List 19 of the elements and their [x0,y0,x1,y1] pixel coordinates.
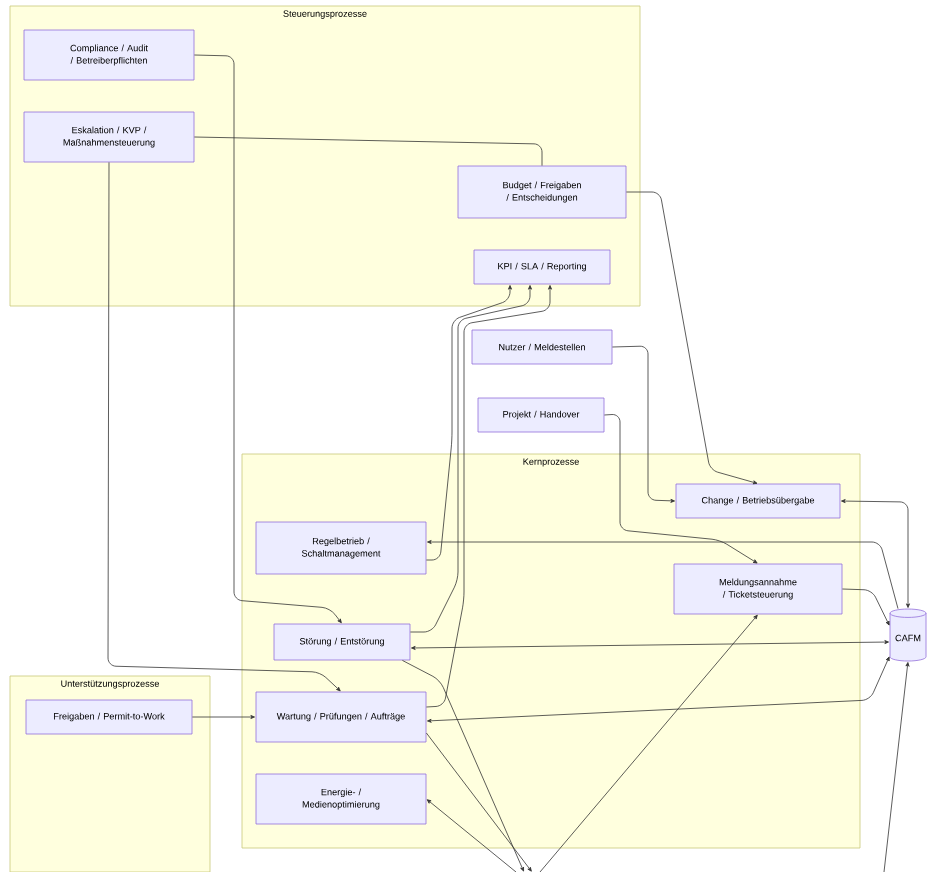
arrow [410,285,532,633]
arrow [841,499,910,608]
arrow [426,732,532,872]
arrow [604,414,758,564]
arrow [426,285,552,708]
arrow [107,162,341,692]
arrow [539,614,758,872]
arrow [192,715,255,719]
arrow [842,588,890,626]
arrow [626,191,758,485]
arrow [883,662,910,872]
arrow [426,285,512,561]
arrow [411,640,889,650]
arrow [402,660,524,872]
arrow [427,540,899,610]
arrow [426,799,517,872]
arrow [194,54,342,624]
arrow [612,345,675,503]
arrow [427,656,890,723]
